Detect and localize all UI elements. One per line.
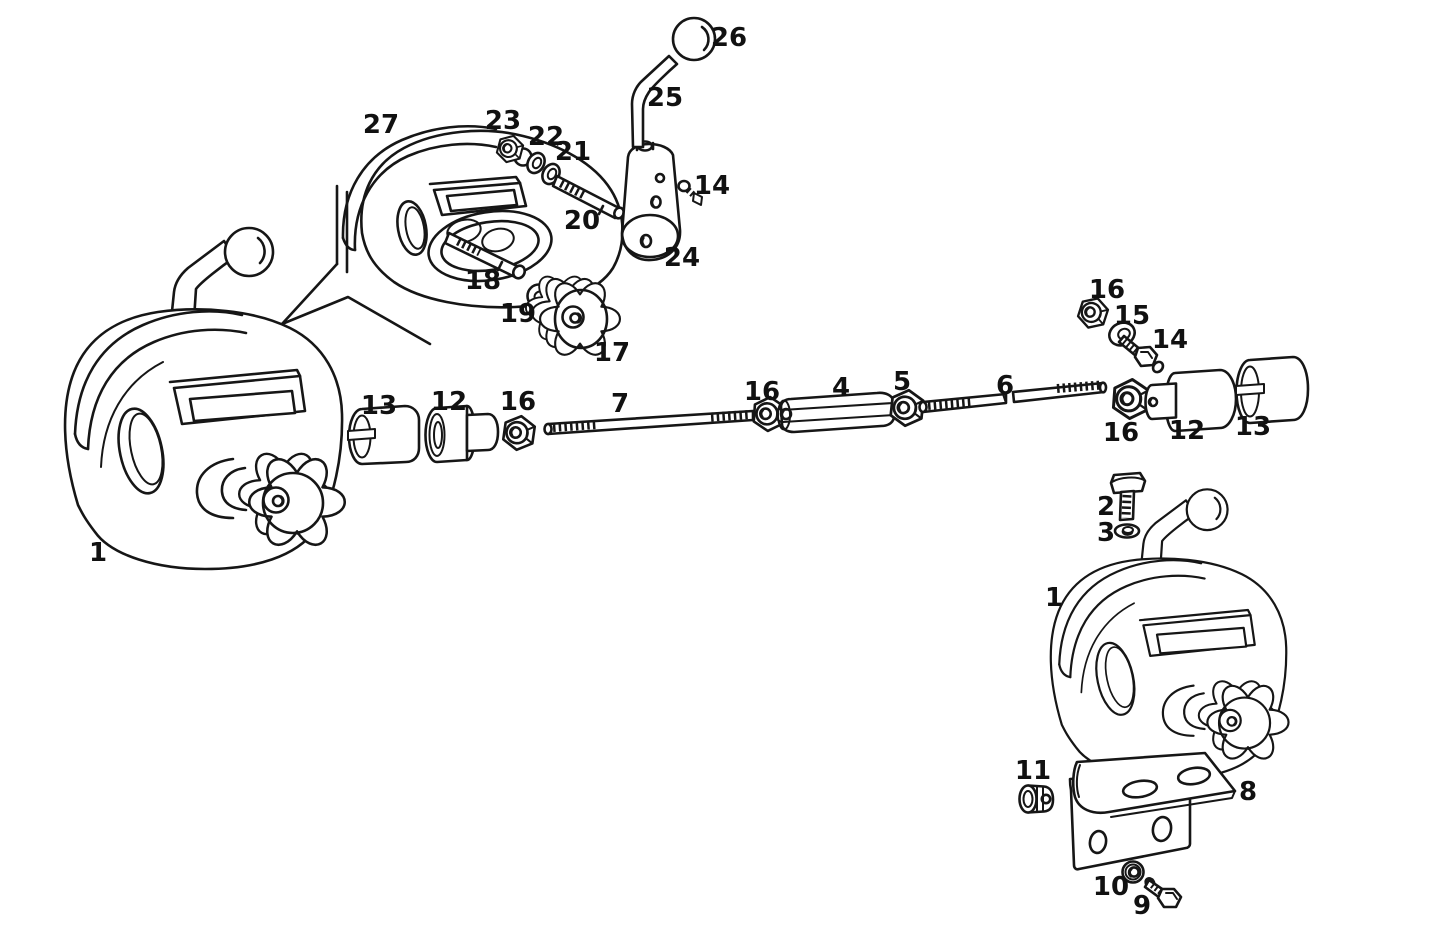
part-label-19: 19 [500,299,536,329]
rod-7 [546,409,755,436]
part-label-13: 13 [1235,412,1271,442]
part-label-11: 11 [1015,756,1051,786]
part-label-18: 18 [465,266,501,296]
bushing-12-left [424,404,469,464]
part-label-5: 5 [893,367,911,397]
nut-16-left [500,412,538,454]
control-head-left [65,228,345,569]
bolt-2 [1109,471,1147,495]
sleeve-13-right [1235,355,1310,425]
part-label-24: 24 [664,243,700,273]
nut-16-right [1110,376,1152,422]
screw-14-upper [677,179,691,193]
middle-linkage [347,292,1310,466]
part-label-4: 4 [832,373,850,403]
part-label-26: 26 [711,23,747,53]
part-label-16: 16 [500,387,536,417]
part-label-16: 16 [1103,418,1139,448]
part-label-3: 3 [1097,518,1115,548]
pointer-arrow [280,262,432,346]
part-label-14: 14 [694,171,730,201]
part-label-25: 25 [647,83,683,113]
part-label-1: 1 [1045,583,1063,613]
part-label-12: 12 [431,387,467,417]
part-label-16: 16 [744,377,780,407]
part-label-6: 6 [996,371,1014,401]
part-label-14: 14 [1152,325,1188,355]
part-label-9: 9 [1133,891,1151,921]
part-label-1: 1 [89,538,107,568]
part-label-27: 27 [363,110,399,140]
part-label-12: 12 [1169,416,1205,446]
mount-bolt-2-3 [1109,471,1147,539]
rod-25 [630,54,679,149]
coupler-4 [779,391,896,434]
part-label-15: 15 [1114,301,1150,331]
part-label-22: 22 [528,122,564,152]
part-label-21: 21 [555,137,591,167]
part-label-23: 23 [485,106,521,136]
bracket-8-assembly [1018,751,1237,909]
part-label-13: 13 [361,391,397,421]
part-label-8: 8 [1239,777,1257,807]
part-label-17: 17 [594,338,630,368]
part-label-7: 7 [611,389,629,419]
control-head-right [1051,489,1289,779]
part-label-2: 2 [1097,492,1115,522]
part-label-10: 10 [1093,872,1129,902]
part-label-20: 20 [564,206,600,236]
knob-17-assembly [524,275,622,356]
upper-linkage [493,16,717,262]
part-label-16: 16 [1089,275,1125,305]
